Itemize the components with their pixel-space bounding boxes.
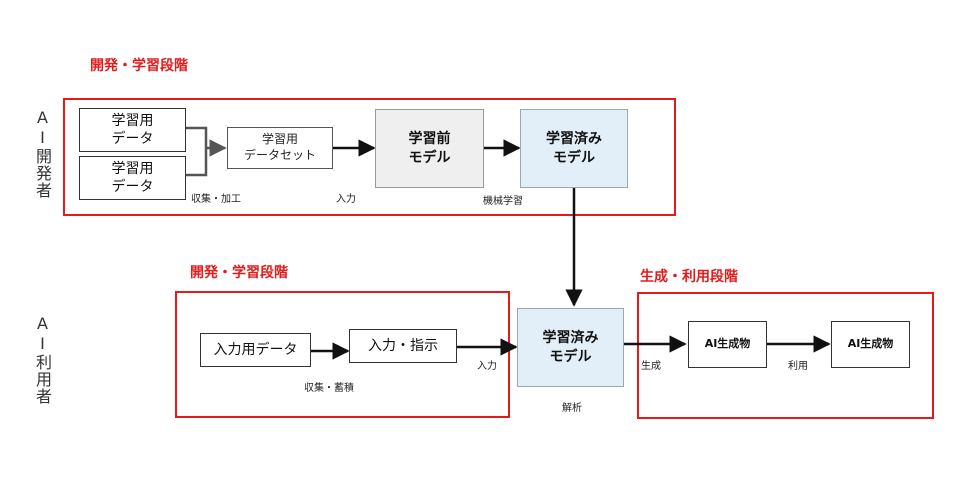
training-data-box-2: 学習用 データ <box>79 156 186 200</box>
stage-title-dev-mid: 開発・学習段階 <box>190 265 288 281</box>
edge-label-use: 利用 <box>788 361 808 372</box>
ai-output-box-2: AI生成物 <box>831 321 910 368</box>
stage-title-dev-top: 開発・学習段階 <box>90 58 188 74</box>
stage-title-gen: 生成・利用段階 <box>640 269 738 285</box>
edge-label-analysis: 解析 <box>562 403 582 414</box>
edge-label-collect-process: 収集・加工 <box>191 194 241 205</box>
merge-connector <box>186 126 225 177</box>
edge-label-machine-learning: 機械学習 <box>483 196 523 207</box>
dev-stage-box-top <box>63 98 676 216</box>
side-label-developer: AI開発者 <box>33 108 55 199</box>
input-instruction-box: 入力・指示 <box>349 329 457 363</box>
ai-output-box-1: AI生成物 <box>688 321 767 368</box>
side-label-developer-text: AI開発者 <box>33 108 52 199</box>
edge-label-input-bottom: 入力 <box>477 361 497 372</box>
pre-trained-model-box: 学習前 モデル <box>375 109 484 188</box>
side-label-user-text: AI利用者 <box>33 314 52 405</box>
edge-label-generate: 生成 <box>641 361 661 372</box>
training-data-box-1: 学習用 データ <box>79 108 186 152</box>
input-data-box: 入力用データ <box>200 333 311 367</box>
gen-stage-box <box>637 292 934 419</box>
side-label-user: AI利用者 <box>33 314 55 405</box>
edge-label-input-top: 入力 <box>336 194 356 205</box>
trained-model-box-top: 学習済み モデル <box>520 109 628 188</box>
edge-label-collect-store: 収集・蓄積 <box>304 383 354 394</box>
training-dataset-box: 学習用 データセット <box>227 127 333 169</box>
trained-model-box-bottom: 学習済み モデル <box>517 308 624 387</box>
